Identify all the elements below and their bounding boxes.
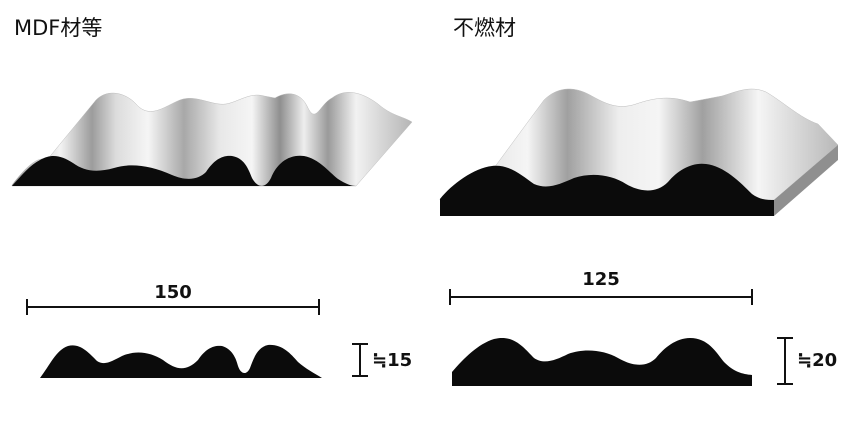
width-dimension-left: 150 (26, 282, 320, 315)
depth-label-left: ≒15 (372, 350, 412, 371)
noncombustible-profile-2d (452, 337, 752, 386)
width-dimension-right: 125 (449, 269, 753, 305)
depth-indicator-right: ≒20 (777, 337, 837, 385)
depth-indicator-left: ≒15 (352, 343, 412, 377)
noncombustible-board-top-surface (439, 88, 839, 201)
mdf-board-profile-face (12, 155, 356, 186)
depth-label-right: ≒20 (797, 350, 837, 371)
width-label-left: 150 (154, 282, 192, 303)
width-label-right: 125 (582, 269, 620, 290)
mdf-profile-2d (40, 344, 322, 378)
noncombustible-board-side (774, 145, 838, 216)
title-mdf: MDF材等 (14, 16, 103, 40)
title-noncombustible: 不燃材 (453, 16, 516, 40)
noncombustible-board-profile-face (440, 163, 774, 216)
noncombustible-board-3d (439, 88, 839, 216)
mdf-board-3d (11, 92, 413, 187)
